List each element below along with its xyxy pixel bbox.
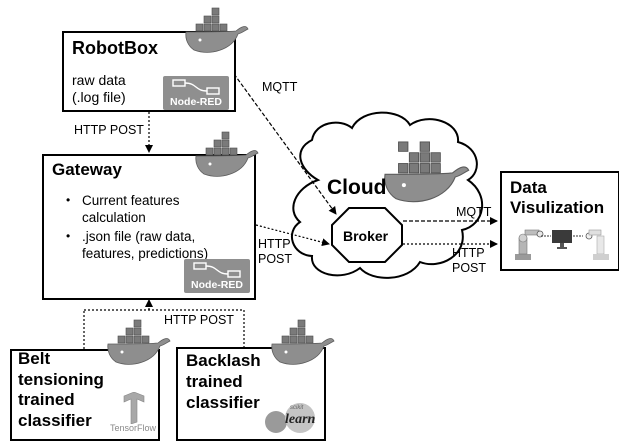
robotbox-body: raw data (.log file): [72, 72, 126, 105]
edge-label-robot-to-gateway: HTTP POST: [74, 123, 144, 137]
robotbox-title: RobotBox: [72, 38, 158, 58]
broker-octagon: [331, 207, 403, 263]
scikit-learn-logo-small-text: scikit: [290, 405, 304, 411]
gateway-title: Gateway: [52, 160, 122, 179]
dataviz-title: Data Visulization: [510, 178, 605, 217]
broker-label: Broker: [343, 228, 389, 244]
backlash-classifier-title: Backlash trained classifier: [186, 351, 261, 412]
edge-label-classifiers-to-gateway: HTTP POST: [164, 313, 234, 327]
node-red-logo: Node-RED: [184, 259, 250, 293]
edge-label-broker-to-dataviz-mqtt: MQTT: [456, 205, 492, 219]
edge-gateway-to-broker: [255, 224, 330, 247]
gateway-box: [42, 154, 256, 300]
scikit-learn-logo-text: learn: [285, 412, 316, 427]
belt-classifier-title: Belt tensioning trained classifier: [18, 349, 104, 430]
gateway-bullet-2: .json file (raw data, features, predicti…: [66, 228, 208, 262]
edge-label-robot-to-broker: MQTT: [262, 80, 298, 94]
edge-robot-to-broker: [233, 73, 337, 215]
edge-label-broker-to-dataviz-http: HTTP POST: [452, 246, 487, 275]
edge-classifiers-to-gateway: [83, 299, 245, 349]
cloud-title: Cloud: [327, 176, 387, 199]
tensorflow-logo: TensorFlow: [110, 392, 156, 436]
gateway-bullet-1: Current features calculation: [66, 192, 179, 226]
node-red-logo: Node-RED: [163, 76, 229, 110]
node-red-logo-text: Node-RED: [191, 279, 243, 291]
node-red-logo-text: Node-RED: [170, 96, 222, 108]
tensorflow-logo-text: TensorFlow: [110, 423, 157, 433]
scikit-learn-logo: scikit learn: [262, 400, 324, 436]
edge-label-gateway-to-broker: HTTP POST: [258, 237, 293, 266]
